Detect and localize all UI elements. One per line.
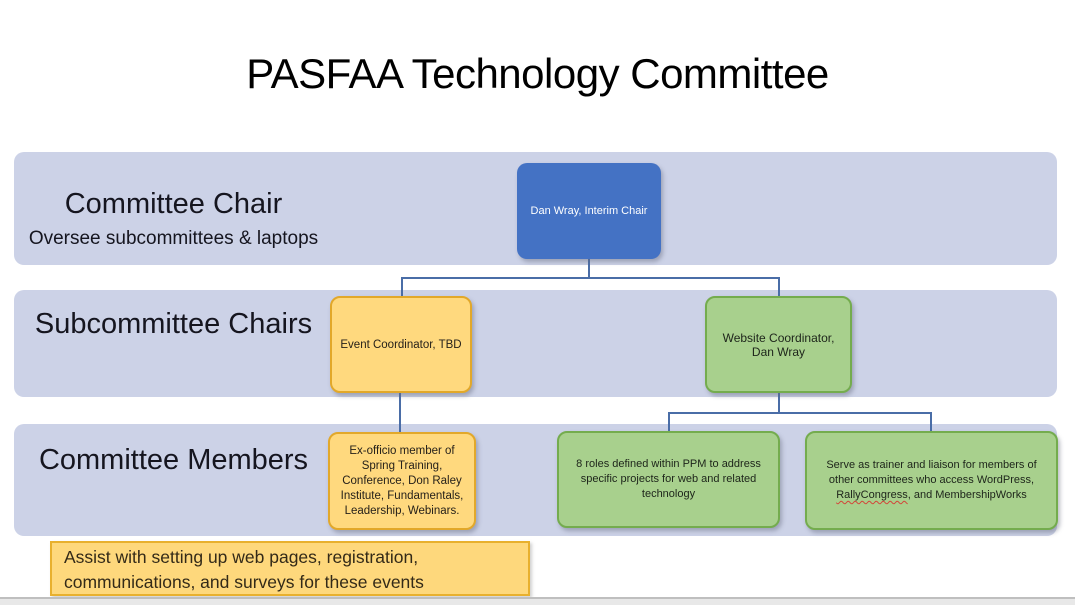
band-label-committee-chair: Committee Chair (64, 188, 283, 220)
slide-bottom-edge-area (0, 599, 1075, 605)
node-website-coordinator-label: Website Coordinator, Dan Wray (722, 330, 835, 359)
band-sublabel-committee-chair: Oversee subcommittees & laptops (28, 228, 319, 249)
band-label-committee-members: Committee Members (38, 444, 309, 476)
connector-bottom-horizontal (668, 412, 932, 414)
connector-drop-event (401, 277, 403, 297)
node-event-coordinator: Event Coordinator, TBD (330, 296, 472, 393)
page-title: PASFAA Technology Committee (246, 50, 829, 97)
slide-bottom-edge-line (0, 597, 1075, 599)
connector-drop-ppm (668, 412, 670, 432)
node-ex-officio: Ex-officio member of Spring Training, Co… (328, 432, 476, 530)
trainer-text-after: , and MembershipWorks (907, 489, 1027, 501)
node-trainer-liaison-label: Serve as trainer and liaison for members… (826, 458, 1036, 503)
connector-drop-website (778, 277, 780, 297)
connector-top-horizontal (401, 277, 780, 279)
connector-event-to-exofficio (399, 393, 401, 433)
band-subcommittee-chairs (14, 290, 1057, 397)
note-assist-events: Assist with setting up web pages, regist… (50, 541, 530, 596)
trainer-spellcheck-word: RallyCongress (836, 489, 908, 501)
band-label-subcommittee-chairs: Subcommittee Chairs (34, 308, 313, 340)
node-ppm-roles: 8 roles defined within PPM to address sp… (557, 431, 780, 528)
connector-drop-trainer (930, 412, 932, 432)
connector-website-stem (778, 393, 780, 414)
note-assist-events-text: Assist with setting up web pages, regist… (64, 547, 424, 592)
node-committee-chair-label: Dan Wray, Interim Chair (530, 205, 648, 217)
node-trainer-liaison: Serve as trainer and liaison for members… (805, 431, 1058, 530)
node-ex-officio-label: Ex-officio member of Spring Training, Co… (340, 444, 464, 517)
node-event-coordinator-label: Event Coordinator, TBD (340, 338, 462, 351)
node-website-coordinator: Website Coordinator, Dan Wray (705, 296, 852, 393)
node-committee-chair: Dan Wray, Interim Chair (517, 163, 661, 259)
node-ppm-roles-label: 8 roles defined within PPM to address sp… (576, 458, 761, 500)
trainer-text-before: Serve as trainer and liaison for members… (826, 459, 1037, 486)
connector-chair-stem (588, 257, 590, 279)
